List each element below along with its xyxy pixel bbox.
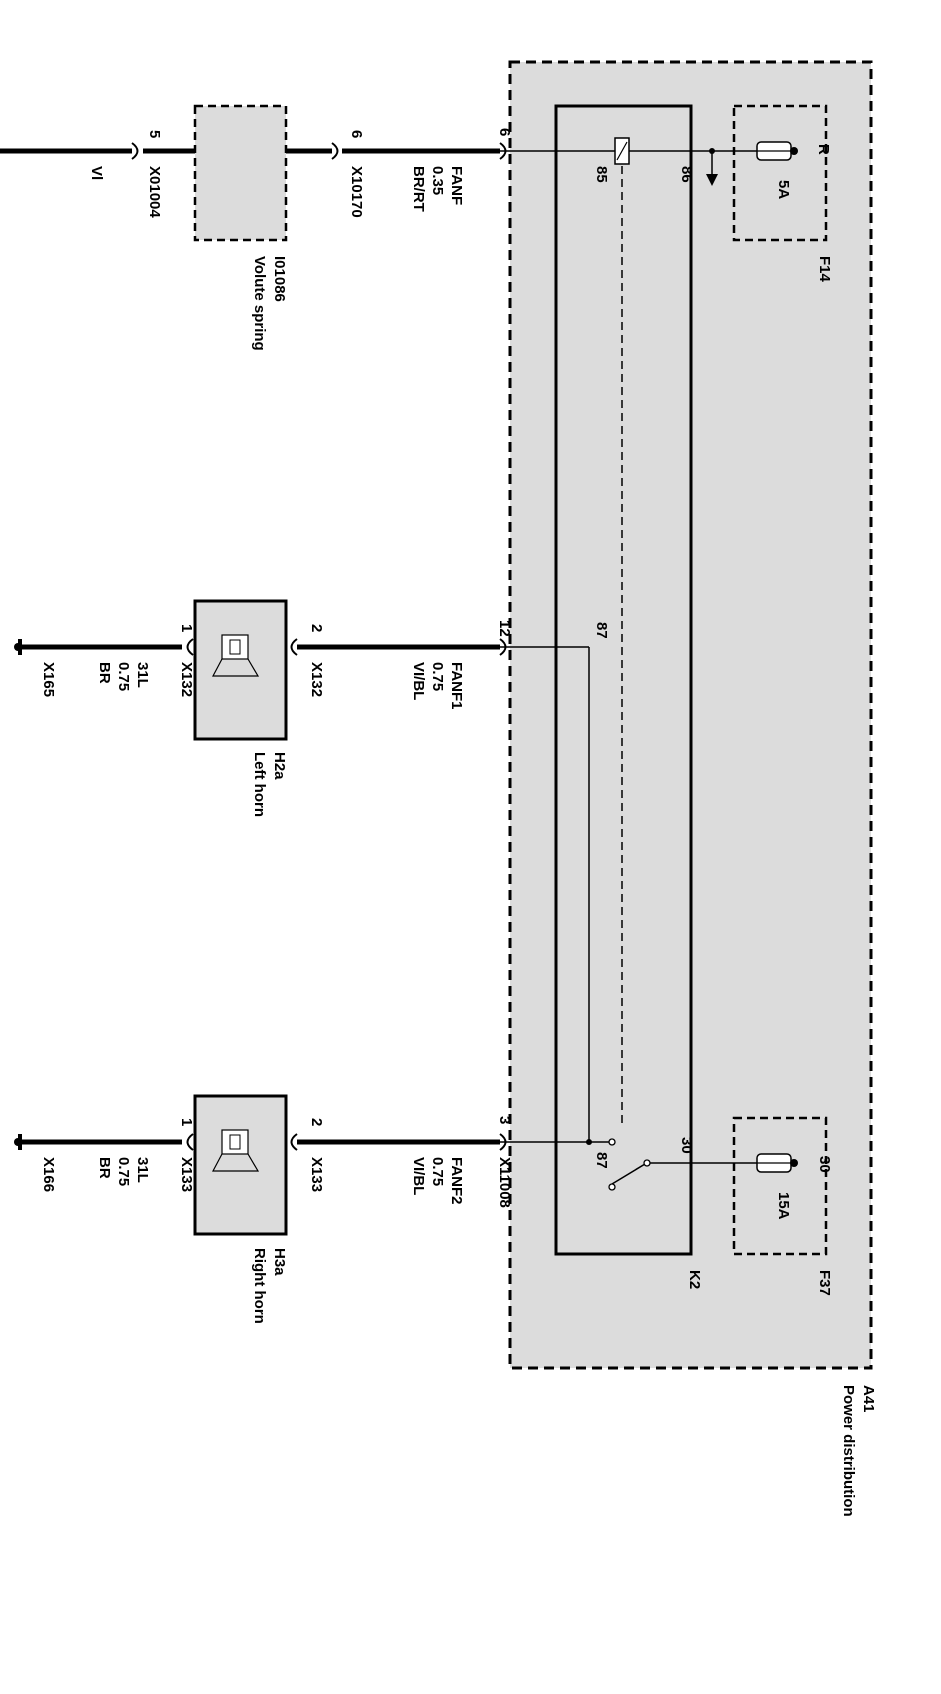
right-horn-id: H3a: [271, 1248, 288, 1276]
relay-k2-body: [554, 104, 693, 1256]
volute-spring-id: I01086: [271, 256, 288, 302]
left-horn-wire: [14, 638, 589, 656]
relay-id: K2: [686, 1270, 703, 1289]
power-distribution-name: Power distribution: [840, 1385, 857, 1517]
left-horn-ground-size: 0.75: [115, 662, 132, 691]
fuse-f37-rating: 15A: [775, 1192, 792, 1220]
right-horn-module-connector: X11008: [496, 1157, 513, 1208]
relay-pin-30: 30: [678, 1137, 695, 1154]
right-horn-module-pin: 3: [496, 1116, 513, 1124]
fuse-f37-element: [756, 1153, 798, 1173]
fuse-f37-holder: [732, 1116, 828, 1256]
right-horn-name: Right horn: [251, 1248, 268, 1324]
power-distribution-id: A41: [860, 1385, 877, 1413]
right-horn-ground-signal: 31L: [134, 1157, 151, 1183]
right-horn-ground-size: 0.75: [115, 1157, 132, 1186]
fuse-f37-terminal: 30: [816, 1156, 833, 1173]
right-horn-size: 0.75: [429, 1157, 446, 1186]
fuse-f14-terminal: R: [815, 144, 832, 155]
left-horn-module-pin: 12: [496, 620, 513, 637]
left-horn-color: VI/BL: [410, 662, 427, 700]
volute-spring-box: [193, 104, 288, 242]
feed-module-pin: 6: [496, 128, 513, 136]
left-horn-ground-signal: 31L: [134, 662, 151, 688]
left-horn-box: [193, 599, 288, 741]
left-horn-connector-out: X132: [178, 662, 195, 697]
feed-connector-x10170: X10170: [348, 166, 365, 218]
relay-pin-87: 87: [593, 622, 610, 639]
right-horn-signal: FANF2: [448, 1157, 465, 1205]
right-horn-color: VI/BL: [410, 1157, 427, 1195]
feed-connector-x01004: X01004: [146, 166, 163, 218]
relay-contact-87: [608, 1138, 616, 1146]
relay-pin-85: 85: [593, 166, 610, 183]
left-horn-name: Left horn: [251, 752, 268, 817]
left-horn-connector-in: X132: [308, 662, 325, 697]
right-horn-icon: [212, 1129, 260, 1172]
right-horn-connector-in: X133: [308, 1157, 325, 1192]
left-horn-signal: FANF1: [448, 662, 465, 710]
relay-pin-86: 86: [678, 166, 695, 183]
left-horn-ground-point: X165: [40, 662, 57, 697]
feed-signal: FANF: [448, 166, 465, 205]
volute-spring-name: Volute spring: [251, 256, 268, 351]
right-horn-ground-color: BR: [96, 1157, 113, 1179]
feed-color: BR/RT: [410, 166, 427, 212]
relay-contact-30: [643, 1159, 651, 1167]
feed-pin-5: 5: [146, 130, 163, 138]
fuse-f37-id: F37: [816, 1270, 833, 1296]
relay-pin-87-lower: 87: [593, 1152, 610, 1169]
fuse-f14-id: F14: [816, 256, 833, 283]
fuse-f14-rating: 5A: [775, 180, 792, 199]
right-horn-connector-out: X133: [178, 1157, 195, 1192]
right-horn-wire: [14, 1133, 589, 1151]
feed-wire-label: Vl: [88, 166, 105, 180]
left-horn-pin-out: 1: [178, 624, 195, 632]
fuse-f14-holder: [732, 104, 828, 242]
right-horn-pin-out: 1: [178, 1118, 195, 1126]
left-horn-id: H2a: [271, 752, 288, 780]
right-horn-pin-in: 2: [308, 1118, 325, 1126]
relay-coil: [614, 137, 630, 165]
relay-contact-87-2: [608, 1183, 616, 1191]
fuse-f14-element: [756, 141, 798, 161]
feed-pin-6: 6: [348, 130, 365, 138]
right-horn-box: [193, 1094, 288, 1236]
feed-size: 0.35: [429, 166, 446, 195]
left-horn-ground-color: BR: [96, 662, 113, 684]
relay-switch-arm: [611, 1163, 646, 1185]
left-horn-pin-in: 2: [308, 624, 325, 632]
left-horn-size: 0.75: [429, 662, 446, 691]
right-horn-ground-point: X166: [40, 1157, 57, 1192]
left-horn-icon: [212, 634, 260, 677]
